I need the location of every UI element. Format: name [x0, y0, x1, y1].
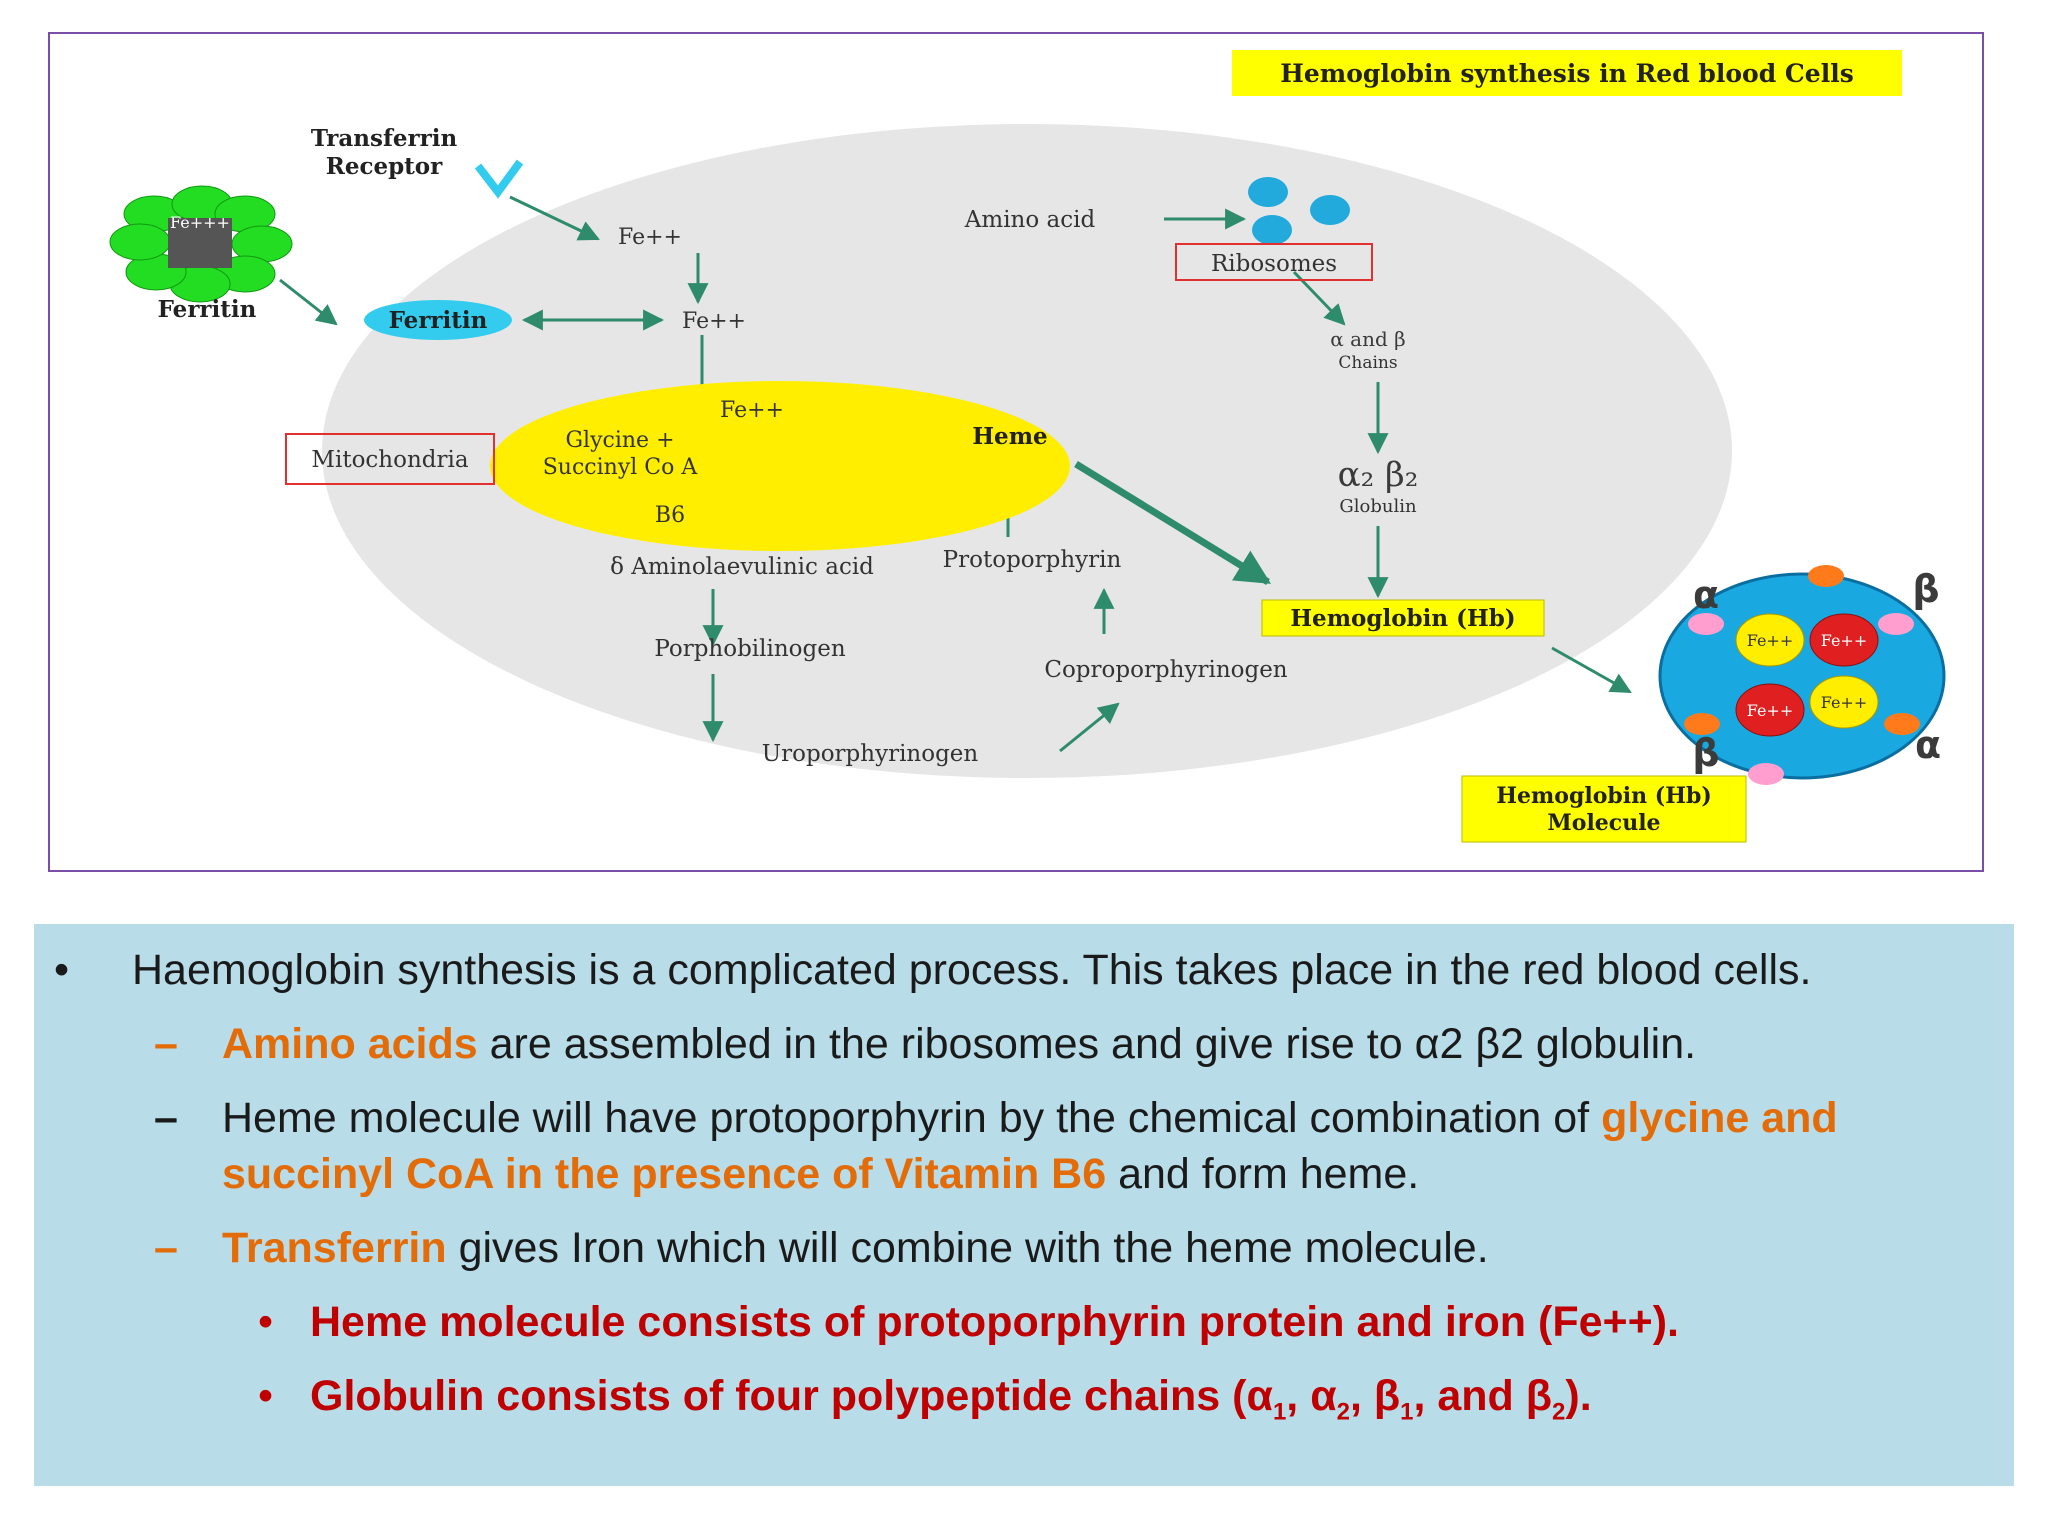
diagram-title: Hemoglobin synthesis in Red blood Cells [1280, 59, 1854, 88]
molecule-label-1: Hemoglobin (Hb) [1496, 783, 1712, 809]
porphobilinogen-label: Porphobilinogen [654, 636, 846, 662]
svg-text:Fe++: Fe++ [1747, 631, 1794, 650]
title-box [1232, 50, 1902, 96]
heme-label: Heme [972, 423, 1047, 450]
transferrin-label-2: Receptor [326, 153, 443, 180]
ribosome-dots [1248, 177, 1350, 245]
amino-acid-label: Amino acid [964, 207, 1096, 233]
molecule-label-2: Molecule [1547, 810, 1660, 836]
bullet-2-highlight: Amino acids [222, 1020, 478, 1068]
ala-label: δ Aminolaevulinic acid [610, 554, 874, 580]
bullet-item-5: • Heme molecule consists of protoporphyr… [34, 1294, 1994, 1350]
svg-text:Fe++: Fe++ [1821, 693, 1868, 712]
uroporphyrinogen-label: Uroporphyrinogen [762, 741, 979, 767]
explanation-box: • Haemoglobin synthesis is a complicated… [34, 924, 2014, 1486]
hemoglobin-label: Hemoglobin (Hb) [1290, 605, 1515, 632]
bullet-item-6: • Globulin consists of four polypeptide … [34, 1368, 1994, 1441]
bullet-3-text-pre: Heme molecule will have protoporphyrin b… [222, 1094, 1602, 1142]
bullet-4-text: gives Iron which will combine with the h… [446, 1224, 1489, 1272]
bullet-text-1: Haemoglobin synthesis is a complicated p… [132, 946, 1812, 994]
bullet-3-highlight: glycine and succinyl CoA in the presence… [222, 1094, 1838, 1198]
glycine-label: Glycine + [565, 428, 674, 453]
globulin-label: Globulin [1339, 496, 1417, 517]
mitochondria-label: Mitochondria [311, 447, 468, 473]
fe-label-2: Fe++ [682, 309, 746, 334]
svg-text:Fe++: Fe++ [1821, 631, 1868, 650]
a2b2-label: α₂ β₂ [1338, 455, 1419, 495]
ferritin-inside-label: Ferritin [389, 307, 488, 334]
bullet-item-4: – Transferrin gives Iron which will comb… [34, 1220, 1994, 1276]
transferrin-receptor-shape [474, 159, 524, 199]
ferritin-cluster: Fe+++ [109, 185, 293, 303]
hemoglobin-synthesis-diagram: Hemoglobin synthesis in Red blood Cells … [48, 32, 1984, 872]
chains-label: Chains [1338, 353, 1397, 373]
svg-text:Fe+++: Fe+++ [170, 213, 230, 232]
ribosomes-box [1175, 243, 1373, 281]
pathway-arrows [279, 195, 1632, 753]
ferritin-outside-label: Ferritin [158, 296, 257, 323]
b6-label: B6 [655, 503, 685, 528]
bullet-marker: • [54, 946, 70, 994]
protoporphyrin-label: Protoporphyrin [943, 547, 1122, 573]
transferrin-label-1: Transferrin [311, 125, 458, 152]
dash-marker: – [154, 1094, 178, 1142]
beta-top-label: β [1912, 567, 1939, 611]
alpha-beta-chains-greek: α and β [1330, 327, 1405, 351]
dash-marker: – [154, 1020, 178, 1068]
bullet-6-text: Globulin consists of four polypeptide ch… [310, 1372, 1592, 1426]
bullet-item-3: – Heme molecule will have protoporphyrin… [34, 1090, 1994, 1202]
beta-bottom-label: β [1692, 731, 1719, 775]
bullet-2-text: are assembled in the ribosomes and give … [477, 1020, 1697, 1068]
dash-marker: – [154, 1224, 178, 1272]
mitochondria-box [285, 433, 495, 485]
alpha-top-label: α [1693, 573, 1719, 617]
ferritin-inside-shape [364, 300, 512, 340]
coproporphyrinogen-label: Coproporphyrinogen [1044, 657, 1287, 683]
hemoglobin-box [1261, 599, 1545, 637]
ribosomes-label: Ribosomes [1211, 251, 1337, 277]
bullet-3-text-post: and form heme. [1106, 1150, 1420, 1198]
hemoglobin-molecule: Fe++ Fe++ Fe++ Fe++ [1658, 565, 1946, 785]
bullet-item-1: • Haemoglobin synthesis is a complicated… [34, 942, 1994, 998]
alpha-bottom-label: α [1915, 723, 1941, 767]
svg-text:Fe++: Fe++ [1747, 701, 1794, 720]
fe-label-1: Fe++ [618, 225, 682, 250]
molecule-box [1461, 775, 1747, 843]
bullet-5-text: Heme molecule consists of protoporphyrin… [310, 1298, 1680, 1346]
fe-label-3: Fe++ [720, 398, 784, 423]
succinyl-label: Succinyl Co A [543, 455, 699, 480]
mitochondria-shape [490, 381, 1070, 551]
sub-bullet-marker: • [258, 1298, 274, 1346]
bullet-item-2: – Amino acids are assembled in the ribos… [34, 1016, 1994, 1072]
sub-bullet-marker: • [258, 1372, 274, 1420]
bullet-4-highlight: Transferrin [222, 1224, 447, 1272]
